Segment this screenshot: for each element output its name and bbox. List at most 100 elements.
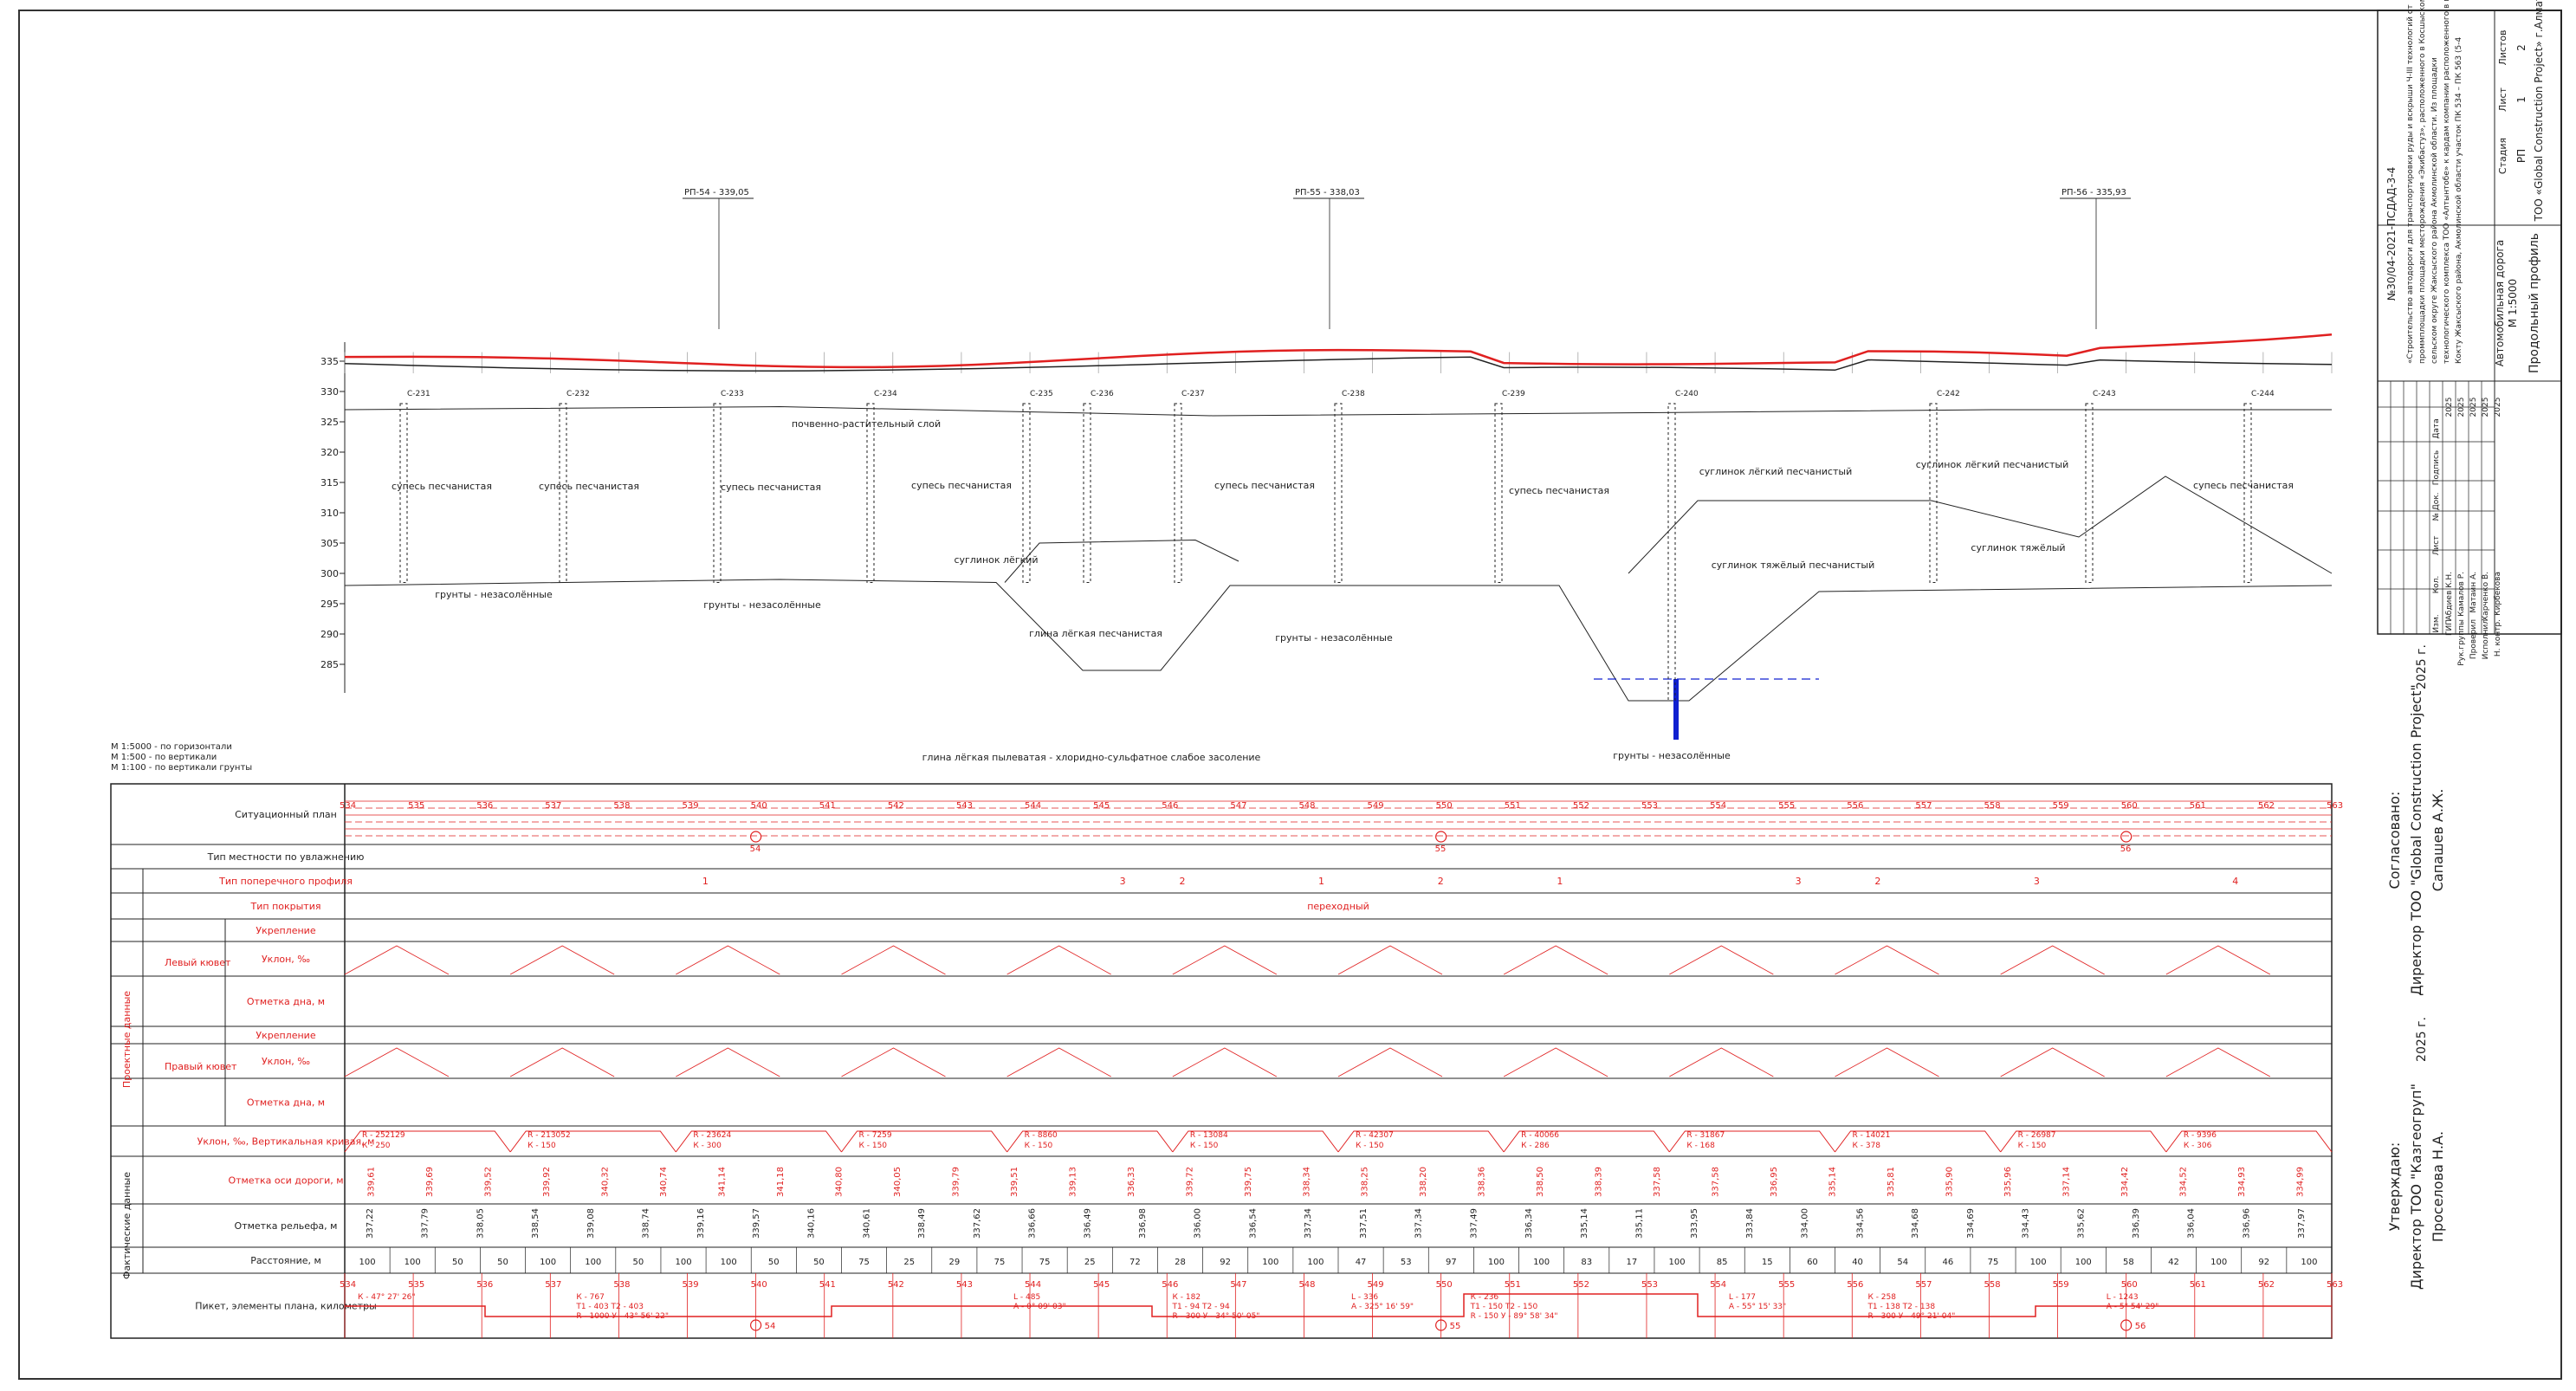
role-date: 2025	[2445, 398, 2454, 417]
column-header: № Док.	[2432, 492, 2441, 521]
situation-picket: 540	[751, 801, 767, 811]
curve-parameter: К - 306	[2184, 1142, 2212, 1150]
distance-value: 100	[1533, 1258, 1550, 1267]
axis-mark: 338,25	[1361, 1167, 1370, 1197]
project-line: Кокту Жаксыского района, Акмолинской обл…	[2455, 37, 2463, 364]
borehole-column	[1334, 403, 1343, 583]
column-header: Лист	[2432, 536, 2441, 556]
terrain-mark: 336,54	[1248, 1208, 1258, 1239]
distance-value: 60	[1807, 1258, 1818, 1267]
axis-mark: 334,99	[2295, 1167, 2305, 1197]
curve-parameter: К - 150	[1356, 1142, 1384, 1150]
borehole-label: С-244	[2251, 390, 2275, 398]
approved-title: Утверждаю:	[2386, 1142, 2403, 1232]
axis-mark: 337,14	[2061, 1167, 2071, 1197]
terrain-mark: 338,49	[917, 1208, 927, 1239]
situation-picket: 536	[476, 801, 493, 811]
design-line	[344, 333, 2333, 369]
axis-tick-label: 315	[320, 477, 339, 488]
picket-label: 534	[340, 1280, 356, 1290]
soil-label: глина лёгкая песчанистая	[1029, 628, 1162, 639]
borehole-column	[399, 403, 408, 583]
agreed-year: 2025 г.	[2415, 644, 2429, 689]
role-date: 2025	[2482, 398, 2490, 417]
terrain-mark: 336,39	[2132, 1208, 2141, 1239]
role-name: Харченко В.	[2482, 572, 2490, 621]
cross-profile-type: 3	[1796, 876, 1802, 887]
curve-parameter: R - 9396	[2184, 1131, 2217, 1140]
axis-mark: 338,39	[1595, 1167, 1604, 1197]
left-ditch-slope	[509, 945, 615, 975]
picket-label: 552	[1573, 1280, 1589, 1290]
situation-picket: 558	[1984, 801, 2000, 811]
situation-picket: 554	[1710, 801, 1726, 811]
section-name: Автомобильная дорога	[2494, 240, 2506, 366]
situation-picket: 550	[1436, 801, 1453, 811]
left-slope-row-label: Уклон, ‰	[262, 954, 310, 965]
terrain-mark: 336,04	[2187, 1208, 2197, 1239]
soil-label: глина лёгкая пылеватая - хлоридно-сульфа…	[922, 752, 1261, 763]
axis-mark: 341,14	[718, 1167, 728, 1197]
picket-label: 535	[408, 1280, 424, 1290]
terrain-mark: 337,51	[1359, 1208, 1369, 1239]
plan-element: Т1 - 94 Т2 - 94	[1172, 1303, 1230, 1311]
terrain-mark: 336,49	[1083, 1208, 1092, 1239]
role-name: Кирбекова	[2494, 572, 2502, 616]
soil-label: грунты - незасолённые	[1613, 750, 1731, 761]
right-ditch-slope	[2165, 1047, 2271, 1077]
terrain-mark: 334,43	[2022, 1208, 2031, 1239]
soil-label: суглинок лёгкий	[954, 554, 1038, 566]
curve-bracket	[841, 1130, 1008, 1153]
distance-value: 75	[1039, 1258, 1051, 1267]
terrain-mark: 336,66	[1028, 1208, 1038, 1239]
terrain-mark: 334,00	[1801, 1208, 1810, 1239]
distance-value: 100	[540, 1258, 556, 1267]
distance-value: 83	[1581, 1258, 1592, 1267]
borehole-column	[1667, 403, 1676, 702]
soil-label: суглинок тяжёлый	[1971, 542, 2065, 553]
approved-person: Проселова Н.А.	[2430, 1131, 2446, 1242]
situation-picket: 561	[2190, 801, 2206, 811]
soil-label: суглинок тяжёлый песчанистый	[1712, 560, 1875, 571]
situation-picket: 549	[1368, 801, 1384, 811]
axis-tick-label: 290	[320, 629, 339, 640]
axis-mark: 339,92	[542, 1167, 552, 1197]
picket-label: 553	[1641, 1280, 1658, 1290]
axis-mark: 340,74	[659, 1167, 669, 1197]
soil-label: супесь песчанистая	[721, 482, 821, 493]
right-ditch-slope	[1503, 1047, 1608, 1077]
curve-parameter: R - 213052	[527, 1131, 571, 1140]
left-ditch-slope	[841, 945, 946, 975]
borehole-column	[559, 403, 567, 583]
design-line	[344, 333, 2333, 372]
borehole-label: С-233	[721, 390, 744, 398]
curve-bracket	[1835, 1130, 2002, 1153]
plan-element: К - 47° 27' 26"	[358, 1293, 416, 1302]
right-ditch-slope	[676, 1047, 780, 1077]
plan-element: К - 258	[1867, 1293, 1896, 1302]
approval-block: Согласовано:Директор ТОО "Global Constru…	[2386, 644, 2446, 1290]
curve-parameter: К - 150	[2018, 1142, 2047, 1150]
km-marker	[750, 1319, 762, 1331]
terrain-mark: 337,34	[1304, 1208, 1313, 1239]
cross-profile-row-label: Тип поперечного профиля	[218, 876, 353, 887]
borehole-label: С-240	[1675, 390, 1699, 398]
distance-value: 50	[813, 1258, 825, 1267]
curve-parameter: R - 8860	[1025, 1131, 1058, 1140]
picket-label: 560	[2121, 1280, 2138, 1290]
km-label: 54	[750, 844, 761, 854]
left-ditch-label: Левый кювет	[165, 957, 231, 968]
km-marker	[750, 831, 762, 843]
cross-profile-type: 2	[1874, 876, 1880, 887]
axis-mark: 337,58	[1712, 1167, 1721, 1197]
picket-label: 544	[1025, 1280, 1041, 1290]
km-label: 55	[1450, 1322, 1461, 1331]
terrain-mark: 334,69	[1966, 1208, 1976, 1239]
borehole-column	[1494, 403, 1503, 583]
plan-element: L - 177	[1729, 1293, 1756, 1302]
situation-picket: 544	[1025, 801, 1041, 811]
distance-value: 97	[1446, 1258, 1457, 1267]
cross-profile-type: 2	[1438, 876, 1444, 887]
curve-bracket	[1503, 1130, 1670, 1153]
terrain-mark: 336,34	[1524, 1208, 1534, 1239]
